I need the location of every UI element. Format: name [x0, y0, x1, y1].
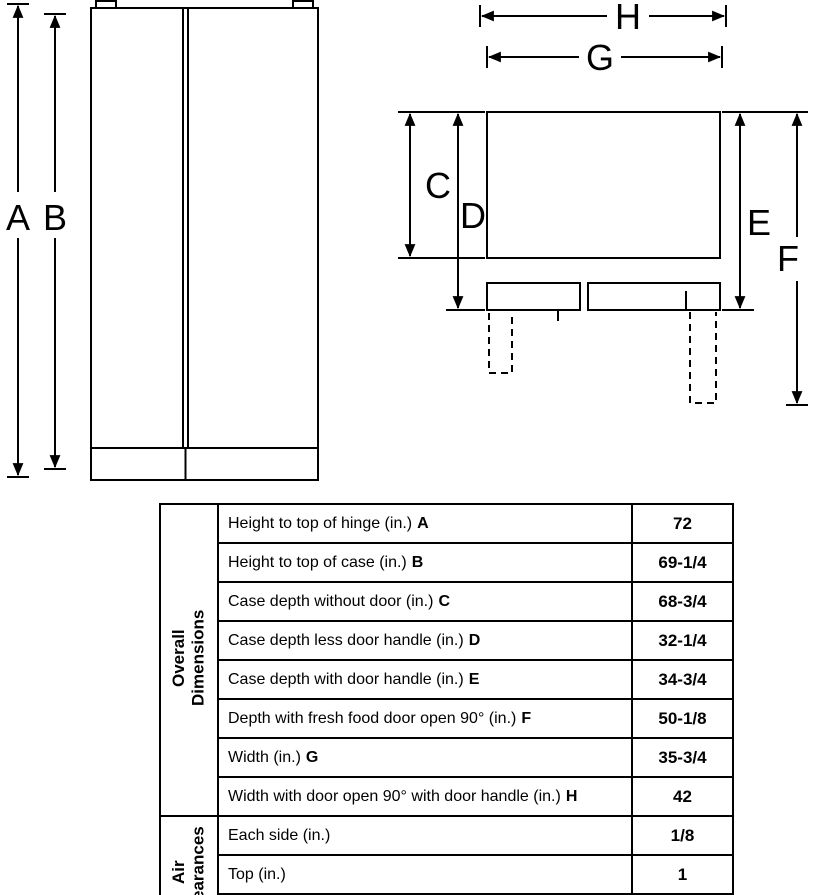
dim-label-c: C	[425, 165, 451, 206]
dim-label-f: F	[777, 238, 799, 279]
spec-key: G	[305, 748, 319, 766]
fridge-hinge-left-icon	[95, 0, 117, 9]
spec-key: E	[468, 670, 480, 688]
fridge-top-view	[486, 111, 721, 404]
spec-label-cell: Case depth less door handle (in.)D	[217, 620, 633, 661]
spec-label: Each side (in.)	[228, 826, 331, 844]
dim-label-h: H	[615, 0, 641, 37]
fridge-front-view	[90, 0, 319, 481]
dim-arrow-c	[398, 111, 485, 259]
group-overall-dimensions: Overall Dimensions	[159, 503, 219, 817]
dim-arrow-e	[722, 111, 808, 311]
fridge-hinge-right-icon	[292, 0, 314, 9]
spec-key: F	[521, 709, 532, 727]
spec-value: 68-3/4	[631, 581, 734, 622]
spec-key: B	[411, 553, 424, 571]
dimensions-table: Overall Dimensions Height to top of hing…	[159, 503, 734, 895]
spec-label-cell: Width with door open 90° with door handl…	[217, 776, 633, 817]
spec-label: Case depth with door handle (in.)	[228, 670, 464, 688]
fridge-body	[90, 7, 319, 481]
spec-value: 1/8	[631, 815, 734, 856]
spec-label: Depth with fresh food door open 90° (in.…	[228, 709, 517, 727]
spec-value: 32-1/4	[631, 620, 734, 661]
table-row: Case depth with door handle (in.)E 34-3/…	[160, 659, 734, 700]
spec-label-cell: Width (in.)G	[217, 737, 633, 778]
dim-label-b: B	[43, 197, 67, 238]
spec-label: Width with door open 90° with door handl…	[228, 787, 561, 805]
group-label: Overall Dimensions	[169, 609, 208, 706]
spec-label: Width (in.)	[228, 748, 301, 766]
table-row: Height to top of case (in.)B 69-1/4	[160, 542, 734, 583]
door-swing-dashed-left	[488, 313, 513, 374]
spec-label-cell: Height to top of case (in.)B	[217, 542, 633, 583]
table-row: Case depth less door handle (in.)D 32-1/…	[160, 620, 734, 661]
table-row: Top (in.) 1	[160, 854, 734, 895]
group-label: Air Clearances	[169, 826, 208, 895]
group-air-clearances: Air Clearances	[159, 815, 219, 895]
spec-label: Case depth without door (in.)	[228, 592, 434, 610]
spec-value: 42	[631, 776, 734, 817]
table-row: Overall Dimensions Height to top of hing…	[159, 503, 734, 817]
table-row: Air Clearances Each side (in.) 1/8	[159, 815, 734, 895]
table-row: Width (in.)G 35-3/4	[160, 737, 734, 778]
table-row: Case depth without door (in.)C 68-3/4	[160, 581, 734, 622]
table-row: Width with door open 90° with door handl…	[160, 776, 734, 817]
case-outline	[486, 111, 721, 259]
spec-key: H	[565, 787, 578, 805]
spec-value: 1	[631, 854, 734, 895]
dim-label-g: G	[586, 37, 614, 78]
dim-arrow-h	[479, 5, 727, 27]
spec-value: 50-1/8	[631, 698, 734, 739]
spec-key: C	[438, 592, 451, 610]
spec-value: 69-1/4	[631, 542, 734, 583]
door-right-plan	[587, 282, 721, 311]
door-swing-dashed-right	[689, 312, 717, 404]
dim-label-a: A	[6, 197, 30, 238]
spec-key: D	[468, 631, 481, 649]
spec-label-cell: Case depth without door (in.)C	[217, 581, 633, 622]
label-backgrounds	[1, 0, 806, 281]
dim-label-d: D	[460, 195, 486, 236]
spec-value: 35-3/4	[631, 737, 734, 778]
spec-key: A	[417, 514, 429, 532]
dim-arrow-d	[446, 112, 485, 311]
table-row: Depth with fresh food door open 90° (in.…	[160, 698, 734, 739]
dim-arrow-b	[44, 13, 66, 470]
spec-label-cell: Each side (in.)	[217, 815, 633, 856]
spec-label-cell: Case depth with door handle (in.)E	[217, 659, 633, 700]
spec-label-cell: Top (in.)	[217, 854, 633, 895]
spec-label: Top (in.)	[228, 865, 286, 883]
dimension-diagram: A B C D E F G H	[1, 0, 808, 481]
spec-label-cell: Height to top of hinge (in.)A	[217, 503, 633, 544]
spec-label: Height to top of hinge (in.)	[228, 514, 413, 532]
dim-label-e: E	[747, 202, 771, 243]
spec-label: Height to top of case (in.)	[228, 553, 407, 571]
spec-value: 72	[631, 503, 734, 544]
spec-label-cell: Depth with fresh food door open 90° (in.…	[217, 698, 633, 739]
spec-value: 34-3/4	[631, 659, 734, 700]
dim-arrow-a	[7, 3, 29, 478]
door-left-plan	[486, 282, 581, 311]
spec-label: Case depth less door handle (in.)	[228, 631, 464, 649]
